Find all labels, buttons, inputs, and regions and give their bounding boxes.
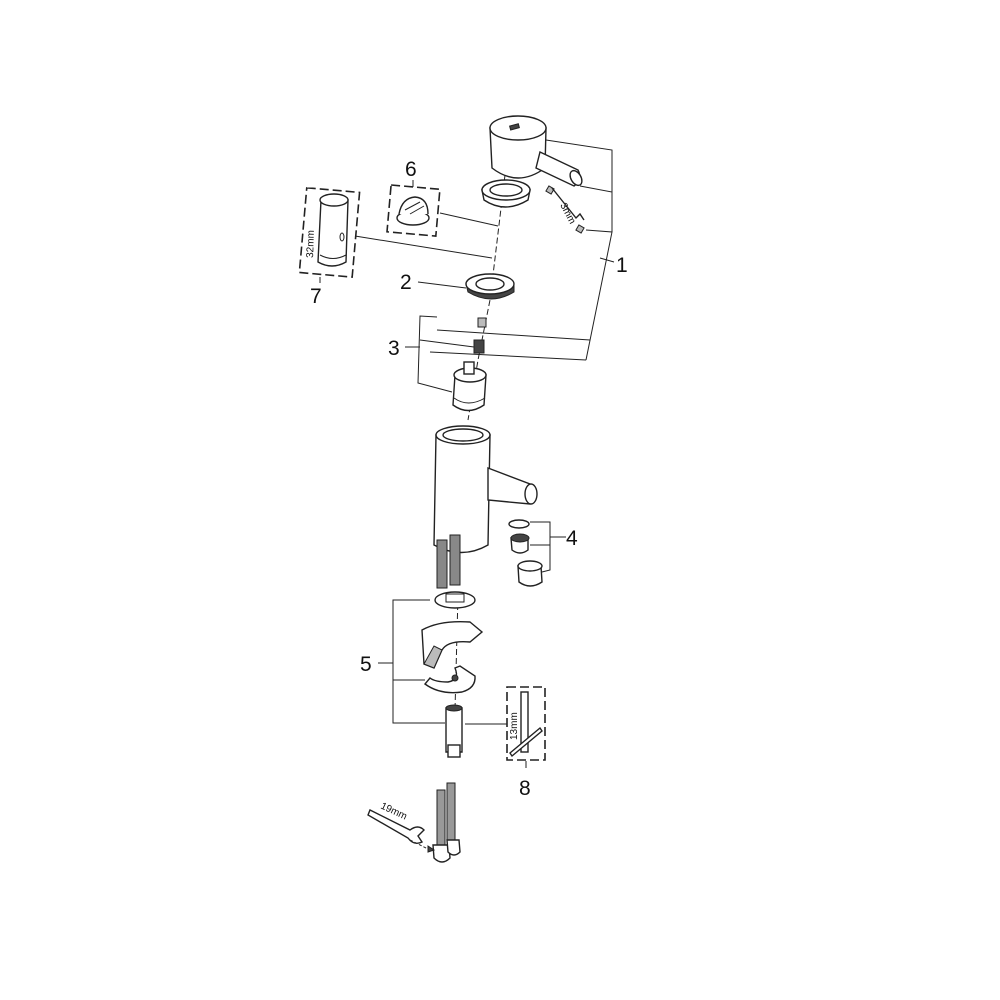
part-2-ring-nut	[465, 273, 515, 300]
callout-2: 2	[400, 271, 412, 294]
callout-6: 6	[405, 158, 417, 181]
callout-8: 8	[519, 777, 531, 800]
callout-5: 5	[360, 653, 372, 676]
callout-4: 4	[566, 527, 578, 550]
callout-5-bracket	[392, 599, 445, 724]
part-5-mounting-set	[421, 591, 484, 758]
part-4-aerator	[508, 519, 543, 587]
tool-7-dimension: 32mm	[305, 230, 317, 258]
part-7-socket-tool	[317, 193, 349, 267]
handle-lever	[489, 115, 583, 187]
callout-1-leader	[599, 257, 615, 263]
part-6-box	[386, 184, 441, 237]
callout-1: 1	[616, 254, 628, 277]
faucet-body	[433, 425, 538, 554]
part-3-cartridge	[452, 317, 487, 412]
supply-hoses	[436, 534, 461, 589]
connection-hoses	[432, 782, 461, 863]
callout-7: 7	[310, 285, 322, 308]
handle-ring	[481, 179, 531, 208]
part-6-adapter	[396, 196, 430, 226]
part-7-box	[298, 186, 361, 278]
part-8-tool	[509, 691, 543, 758]
callout-3-bracket	[417, 315, 475, 393]
part-6-connector	[439, 212, 499, 227]
callout-2-leader	[417, 281, 467, 289]
hex-key-and-screws: 3mm	[545, 185, 585, 234]
callout-3: 3	[388, 337, 400, 360]
wrench-19mm	[367, 809, 436, 853]
hex-key-dimension: 3mm	[557, 201, 577, 226]
part-7-connector	[354, 235, 493, 259]
tool-8-dimension: 13mm	[509, 712, 520, 740]
callout-1-bracket	[429, 139, 613, 361]
callout-4-bracket	[530, 521, 566, 573]
